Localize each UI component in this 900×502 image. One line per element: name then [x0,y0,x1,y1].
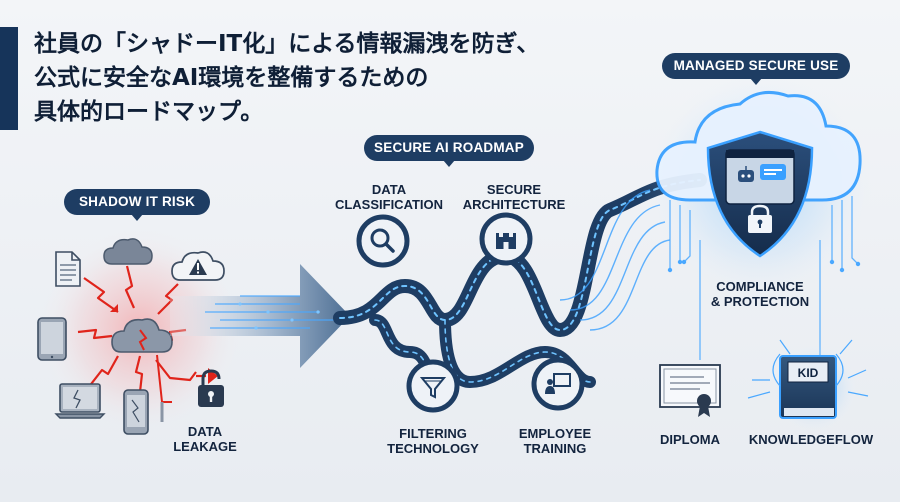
book-icon [768,342,860,434]
filtering-technology-label: FILTERING TECHNOLOGY [387,426,479,456]
compliance-protection-label: COMPLIANCE & PROTECTION [710,279,810,309]
employee-training-label: EMPLOYEE TRAINING [518,426,592,456]
robot-icon [738,166,754,182]
magnifier-icon [356,214,410,268]
cloud-icon [103,238,153,265]
diploma-icon [659,364,721,417]
secure-ai-roadmap-tag: SECURE AI ROADMAP [364,135,534,167]
title-line-3: 具体的ロードマップ。 [34,99,264,125]
data-classification-label: DATA CLASSIFICATION [334,182,444,212]
laptop-icon [54,383,106,419]
book-title-label: KID [797,366,819,380]
chat-bubble-icon [760,164,786,180]
filter-funnel-icon [406,359,460,413]
title-line-2: 公式に安全なAI環境を整備するための [34,65,429,91]
central-cloud-icon [111,318,173,353]
warning-cloud-icon [171,251,225,281]
knowledgeflow-label: KNOWLEDGEFLOW [748,432,874,447]
tablet-icon [37,317,67,361]
document-icon [55,251,81,287]
castle-icon [479,212,533,266]
presentation-icon [531,357,585,411]
data-leakage-label: DATA LEAKAGE [173,424,237,454]
padlock-icon [198,369,224,407]
diploma-label: DIPLOMA [660,432,720,447]
title-accent-bar [0,27,18,130]
page-title: 社員の「シャドーIT化」による情報漏洩を防ぎ、 公式に安全なAI環境を整備するた… [34,27,594,129]
secure-architecture-label: SECURE ARCHITECTURE [462,182,566,212]
shadow-it-risk-tag: SHADOW IT RISK [64,189,210,221]
managed-secure-use-tag: MANAGED SECURE USE [662,53,850,85]
title-line-1: 社員の「シャドーIT化」による情報漏洩を防ぎ、 [34,31,540,57]
forward-arrow-icon [170,264,350,368]
shield-icon [706,130,814,258]
phone-icon [123,389,149,435]
